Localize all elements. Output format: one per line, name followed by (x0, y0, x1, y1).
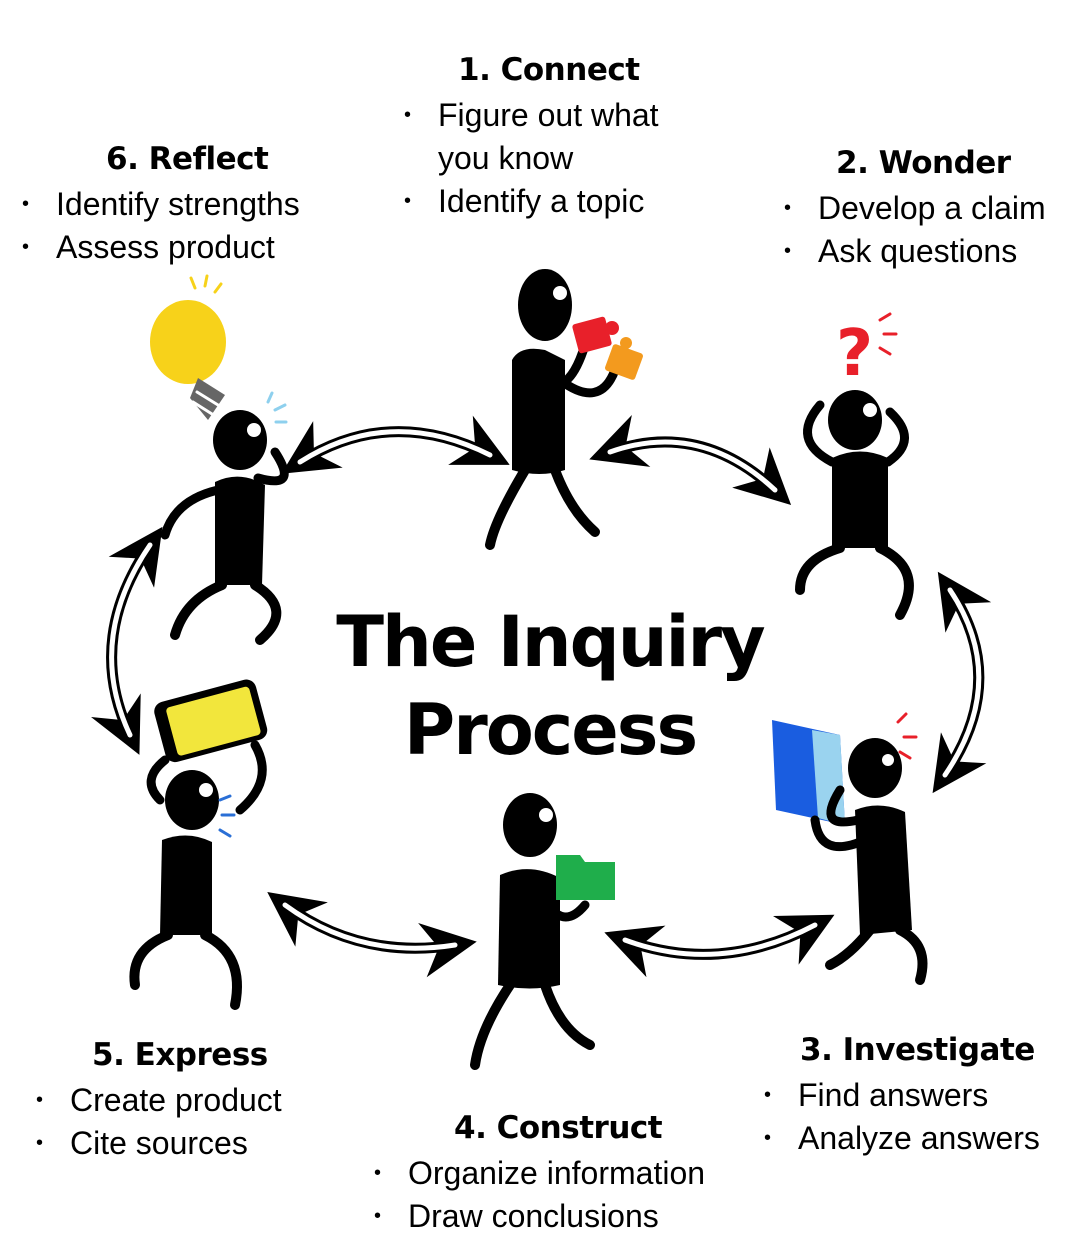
bullet-icon: • (764, 1084, 772, 1106)
stage-bullets: •Figure out what you know •Identify a to… (400, 94, 659, 223)
stage-bullets: •Create product •Cite sources (32, 1079, 282, 1165)
bullet-icon: • (784, 197, 792, 219)
reflect-figure (150, 274, 289, 645)
stage-connect: 1. Connect •Figure out what you know •Id… (400, 52, 659, 223)
investigate-figure (772, 712, 928, 985)
puzzle-piece-red (572, 316, 619, 354)
stage-construct: 4. Construct •Organize information •Draw… (370, 1110, 705, 1238)
puzzle-piece-orange (605, 337, 643, 380)
list-item: •Draw conclusions (370, 1195, 705, 1238)
list-item: •Ask questions (780, 230, 1046, 273)
stage-title: 6. Reflect (106, 141, 269, 177)
tablet-icon (154, 679, 268, 763)
stage-wonder: 2. Wonder •Develop a claim •Ask question… (780, 145, 1046, 273)
list-item: •Analyze answers (760, 1117, 1040, 1160)
question-mark-icon: ? (836, 317, 873, 391)
bullet-icon: • (374, 1205, 382, 1227)
bullet-icon: • (404, 104, 412, 126)
bullet-icon: • (36, 1089, 44, 1111)
bullet-icon: • (404, 190, 412, 212)
stage-title: 3. Investigate (800, 1032, 1035, 1068)
stage-reflect: 6. Reflect •Identify strengths •Assess p… (18, 141, 300, 269)
list-item: •Cite sources (32, 1122, 282, 1165)
list-item: •Identify a topic (400, 180, 659, 223)
bullet-icon: • (784, 240, 792, 262)
diagram-title: The Inquiry Process (300, 598, 800, 774)
arrow-construct-express (267, 891, 477, 978)
diagram-title-line-1: The Inquiry (336, 601, 765, 683)
cycle-arrows (91, 415, 992, 978)
stage-title: 4. Construct (454, 1110, 663, 1146)
express-figure (129, 679, 268, 1010)
arrow-investigate-construct (604, 914, 835, 978)
stage-title: 1. Connect (458, 52, 640, 88)
folder-icon (556, 855, 615, 900)
connect-figure (485, 269, 643, 550)
bullet-icon: • (764, 1127, 772, 1149)
arrow-connect-wonder (589, 415, 792, 506)
list-item-continuation: you know (438, 140, 574, 176)
wonder-figure: ? (795, 312, 914, 620)
stage-title: 2. Wonder (836, 145, 1011, 181)
list-item: •Identify strengths (18, 183, 300, 226)
construct-figure (470, 793, 615, 1070)
list-item: •Organize information (370, 1152, 705, 1195)
arrow-express-reflect (91, 526, 163, 755)
bullet-icon: • (374, 1162, 382, 1184)
list-item: •Find answers (760, 1074, 1040, 1117)
stage-title: 5. Express (92, 1037, 268, 1073)
light-bulb-icon (150, 274, 226, 420)
list-item: •Assess product (18, 226, 300, 269)
stage-bullets: •Find answers •Analyze answers (760, 1074, 1040, 1160)
stage-bullets: •Identify strengths •Assess product (18, 183, 300, 269)
list-item: •Create product (32, 1079, 282, 1122)
arrow-wonder-investigate (932, 571, 992, 794)
list-item: •Develop a claim (780, 187, 1046, 230)
bullet-icon: • (22, 193, 30, 215)
arrow-reflect-connect (281, 415, 510, 474)
stage-investigate: 3. Investigate •Find answers •Analyze an… (760, 1032, 1040, 1160)
bullet-icon: • (36, 1132, 44, 1154)
list-item: •Figure out what (400, 94, 659, 137)
diagram-title-line-2: Process (403, 689, 698, 771)
bullet-icon: • (22, 236, 30, 258)
stage-bullets: •Organize information •Draw conclusions (370, 1152, 705, 1238)
stage-bullets: •Develop a claim •Ask questions (780, 187, 1046, 273)
stage-express: 5. Express •Create product •Cite sources (32, 1037, 282, 1165)
